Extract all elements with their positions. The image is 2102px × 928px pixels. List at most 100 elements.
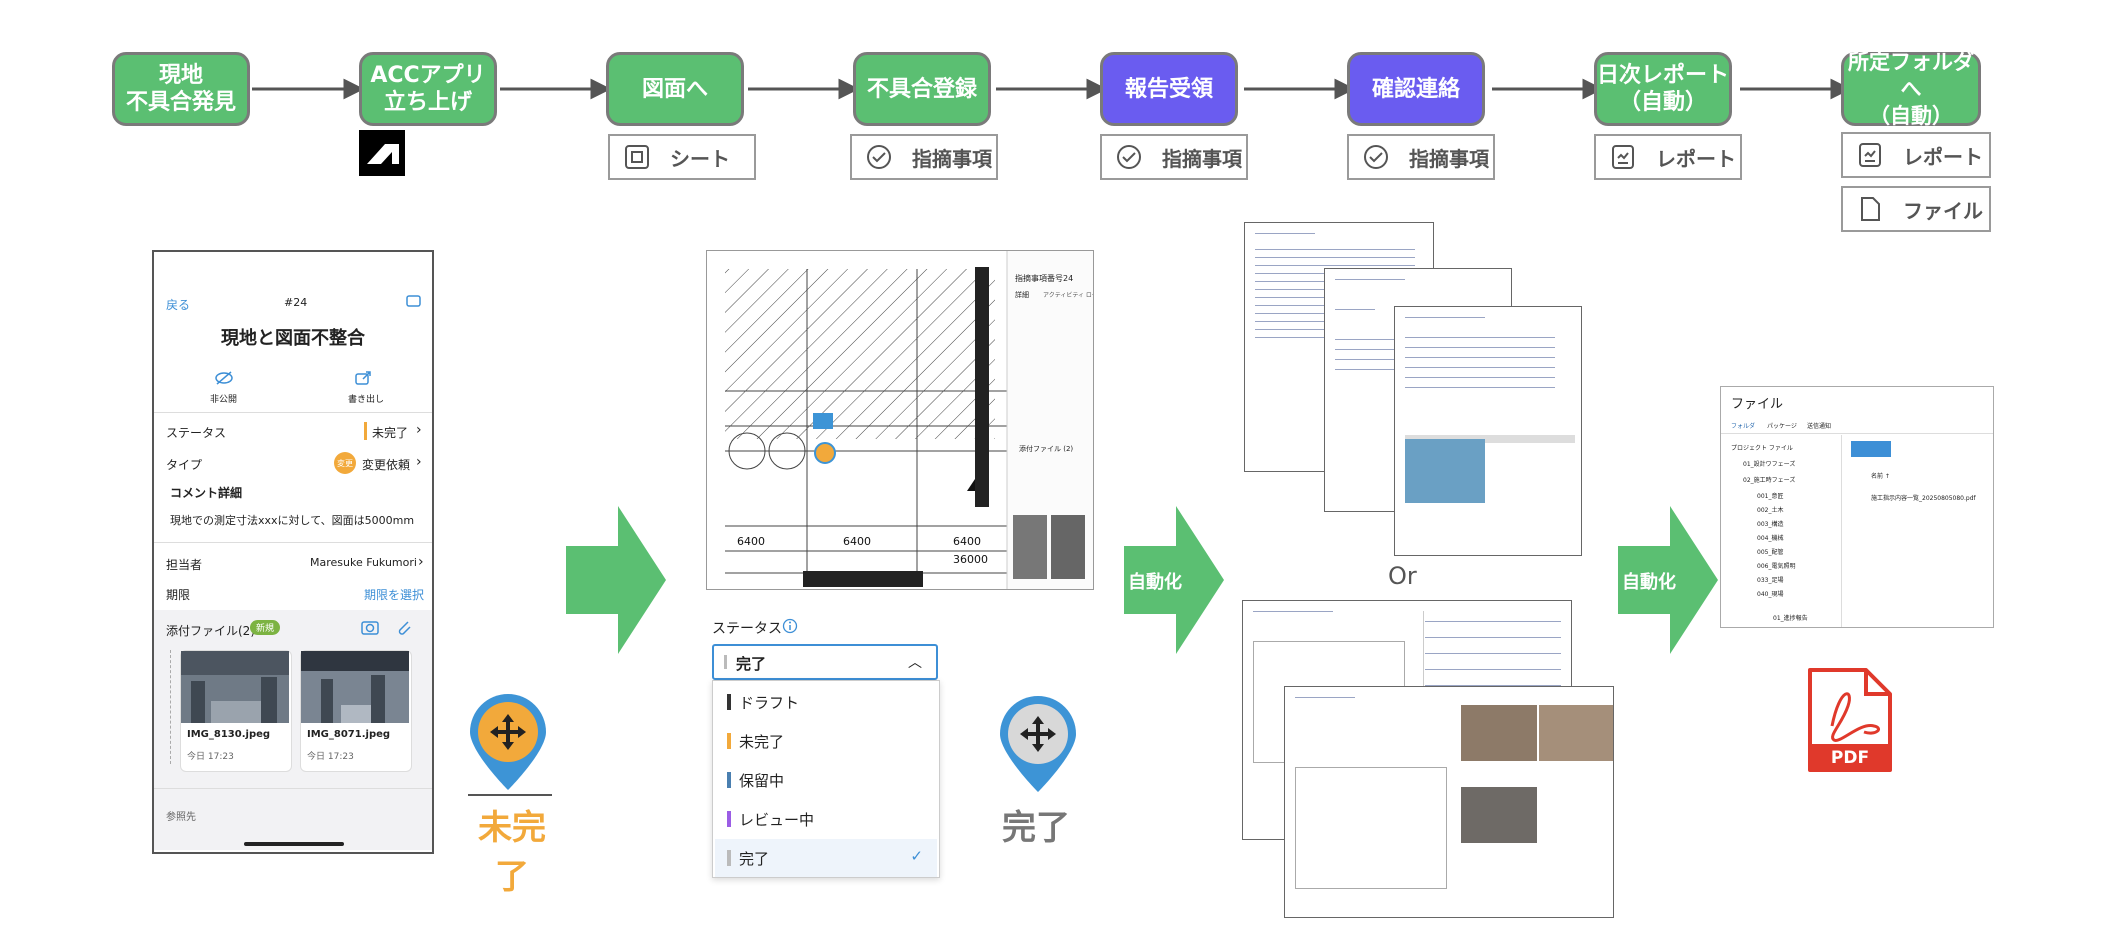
folder-item[interactable]: 005_配管	[1757, 549, 1784, 556]
back-link[interactable]: 戻る	[166, 298, 191, 312]
folder-item[interactable]: 002_土木	[1757, 507, 1784, 514]
sub-label: シート	[670, 146, 730, 171]
folder-item[interactable]: 02_施工時フェーズ	[1743, 477, 1796, 484]
move-pin-icon	[470, 694, 546, 790]
file-tab[interactable]: 送信通知	[1807, 423, 1832, 430]
report-icon	[1855, 140, 1885, 170]
step-label: 現地 不具合発見	[125, 63, 236, 115]
folder-item[interactable]: 004_機械	[1757, 535, 1784, 542]
due-label: 期限	[166, 588, 191, 602]
sub-issue: 指摘事項	[1347, 134, 1495, 180]
status-option-review[interactable]: レビュー中	[715, 800, 937, 838]
report-page	[1284, 686, 1614, 918]
step-confirm-contact: 確認連絡	[1347, 52, 1485, 126]
dimension-label: 6400	[843, 535, 871, 548]
chevron-up-icon: ︿	[908, 655, 922, 671]
info-icon[interactable]	[782, 618, 798, 638]
dimension-label: 36000	[953, 553, 988, 566]
photo-thumbnail	[301, 651, 409, 723]
status-selected: 完了	[736, 655, 767, 673]
step-site-defect: 現地 不具合発見	[112, 52, 250, 126]
folder-item[interactable]: 001_意匠	[1757, 493, 1784, 500]
step-label: 不具合登録	[866, 76, 977, 102]
photo-name: IMG_8130.jpeg	[187, 729, 271, 740]
status-option-draft[interactable]: ドラフト	[715, 683, 937, 721]
dimension-label: 6400	[737, 535, 765, 548]
chevron-right-icon: ›	[416, 454, 422, 470]
upload-button[interactable]	[1851, 441, 1891, 457]
type-label: タイプ	[166, 458, 203, 472]
move-pin-icon	[1000, 696, 1076, 792]
folder-item[interactable]: 01_進捗報告	[1773, 615, 1808, 622]
dimension-label: 6400	[953, 535, 981, 548]
step-receive-report: 報告受領	[1100, 52, 1238, 126]
status-options: ドラフト 未完了 保留中 レビュー中 完了✓	[712, 680, 940, 878]
pin-open-label: 未完了	[478, 808, 546, 897]
assignee-value[interactable]: Maresuke Fukumori	[310, 556, 417, 569]
chevron-right-icon: ›	[418, 554, 424, 570]
photo-time: 今日 17:23	[187, 752, 234, 762]
file-tab[interactable]: パッケージ	[1767, 423, 1797, 430]
check-circle-icon	[1361, 142, 1391, 172]
step-folder: 所定フォルダへ （自動）	[1841, 50, 1981, 128]
folder-item[interactable]: プロジェクト ファイル	[1731, 445, 1793, 452]
panel-attach: 添付ファイル (2)	[1019, 444, 1073, 453]
issue-title: 現地と図面不整合	[221, 328, 365, 349]
pin-done-label: 完了	[1002, 808, 1070, 848]
issue-number: #24	[284, 296, 308, 309]
sub-label: レポート	[1903, 144, 1983, 169]
sub-issue: 指摘事項	[1100, 134, 1248, 180]
type-badge: 変更	[334, 452, 356, 474]
photo-card[interactable]: IMG_8130.jpeg 今日 17:23	[180, 650, 292, 772]
sub-label: 指摘事項	[912, 146, 992, 171]
photo-thumbnail	[181, 651, 289, 723]
file-panel-title: ファイル	[1731, 397, 1784, 412]
file-row[interactable]: 施工指示内容一覧_20250805080.pdf	[1871, 495, 1976, 502]
sheet-icon	[622, 142, 652, 172]
status-dropdown-label: ステータス	[712, 621, 782, 637]
pin-done	[996, 696, 1080, 800]
pdf-label: PDF	[1830, 748, 1870, 768]
status-option-open[interactable]: 未完了	[715, 722, 937, 760]
comment-icon[interactable]	[406, 294, 422, 314]
status-select[interactable]: 完了 ︿	[712, 644, 938, 680]
type-value[interactable]: 変更依頼	[362, 458, 411, 472]
step-label: 所定フォルダへ （自動）	[1848, 49, 1974, 128]
folder-item[interactable]: 040_現場	[1757, 591, 1784, 598]
step-label: 報告受領	[1124, 76, 1213, 102]
folder-item[interactable]: 01_設計ワフェーズ	[1743, 461, 1796, 468]
attach-label: 添付ファイル(2)	[166, 624, 255, 638]
flow-connectors	[252, 78, 1852, 100]
status-value[interactable]: 未完了	[372, 426, 409, 440]
auto-label: 自動化	[1622, 572, 1676, 593]
floor-plan: 6400 6400 6400 36000 指摘事項番号24 詳細 アクティビティ…	[725, 251, 1093, 589]
sub-label: 指摘事項	[1162, 146, 1242, 171]
paperclip-icon[interactable]	[394, 618, 414, 640]
status-option-done[interactable]: 完了✓	[715, 839, 937, 877]
big-arrow	[566, 506, 666, 654]
photo-time: 今日 17:23	[307, 752, 354, 762]
due-value[interactable]: 期限を選択	[364, 588, 425, 602]
sub-label: ファイル	[1903, 198, 1983, 223]
sub-report: レポート	[1594, 134, 1742, 180]
or-label: Or	[1388, 562, 1417, 590]
step-label: 図面へ	[641, 76, 708, 102]
photo-name: IMG_8071.jpeg	[307, 729, 391, 740]
sub-report: レポート	[1841, 132, 1991, 178]
panel-tab[interactable]: 詳細	[1015, 290, 1029, 299]
panel-tab[interactable]: アクティビティ ログ	[1043, 291, 1093, 299]
photo-card[interactable]: IMG_8071.jpeg 今日 17:23	[300, 650, 412, 772]
file-tab[interactable]: フォルダ	[1731, 423, 1756, 430]
folder-item[interactable]: 003_構造	[1757, 521, 1784, 528]
step-label: 確認連絡	[1371, 76, 1460, 102]
new-badge: 新規	[250, 620, 281, 635]
eye-off-icon[interactable]	[214, 370, 234, 390]
folder-item[interactable]: 033_足場	[1757, 577, 1784, 584]
camera-icon[interactable]	[360, 618, 380, 640]
share-icon[interactable]	[354, 370, 372, 390]
status-option-pending[interactable]: 保留中	[715, 761, 937, 799]
folder-item[interactable]: 006_電気照明	[1757, 563, 1796, 570]
report-photo	[1461, 787, 1537, 843]
file-icon	[1855, 194, 1885, 224]
column-name[interactable]: 名前 ↑	[1871, 473, 1890, 480]
